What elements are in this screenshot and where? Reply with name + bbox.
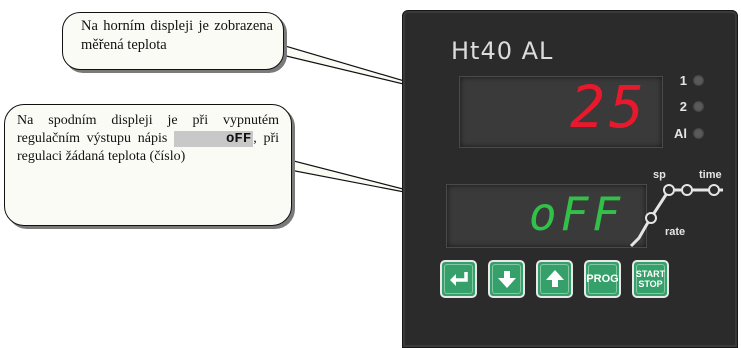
prog-label: PROG [586, 264, 619, 294]
led-al-indicator [693, 128, 704, 139]
led-2-indicator [693, 101, 704, 112]
arrow-up-icon [545, 270, 564, 287]
enter-arrow-icon [449, 272, 468, 286]
led-1-indicator [693, 75, 704, 86]
led-1-label: 1 [679, 73, 687, 88]
profile-graph-icon [629, 184, 723, 248]
start-label: START [635, 269, 666, 279]
controller-panel: Ht40 AL 25 1 2 Al oFF sp time rate PROG [402, 10, 738, 348]
led-2: 2 [671, 99, 704, 114]
profile-rate-label: rate [665, 226, 686, 238]
arrow-down-icon [497, 271, 516, 288]
bottom-display-callout: Na spodním displeji je při vypnutém regu… [4, 104, 292, 226]
up-button[interactable] [536, 260, 573, 298]
start-stop-button[interactable]: START STOP [632, 260, 669, 298]
enter-button[interactable] [440, 260, 477, 298]
bottom-display: oFF [446, 184, 647, 248]
stop-label: STOP [638, 279, 663, 289]
bottom-callout-line1: Na spodním displeji je při vypnutém regu… [17, 113, 279, 146]
top-display-value: 25 [570, 73, 648, 141]
led-1: 1 [671, 73, 704, 88]
down-button[interactable] [488, 260, 525, 298]
top-display: 25 [459, 73, 663, 148]
brand-label: Ht40 AL [451, 37, 554, 65]
top-display-callout: Na horním displeji je zobrazena měřená t… [62, 12, 284, 70]
bottom-display-value: oFF [528, 187, 624, 241]
profile-time-label: time [699, 169, 722, 181]
led-al: Al [671, 126, 704, 141]
top-callout-text: Na horním displeji je zobrazena měřená t… [81, 18, 273, 53]
prog-button[interactable]: PROG [584, 260, 621, 298]
bottom-callout-text: Na spodním displeji je při vypnutém regu… [5, 105, 291, 166]
off-code: oFF [174, 131, 254, 147]
bottom-callout-line2: , při regulaci žádaná teplota (číslo) [17, 131, 279, 164]
led-al-label: Al [674, 126, 687, 141]
profile-sp-label: sp [653, 169, 666, 181]
led-2-label: 2 [679, 99, 687, 114]
